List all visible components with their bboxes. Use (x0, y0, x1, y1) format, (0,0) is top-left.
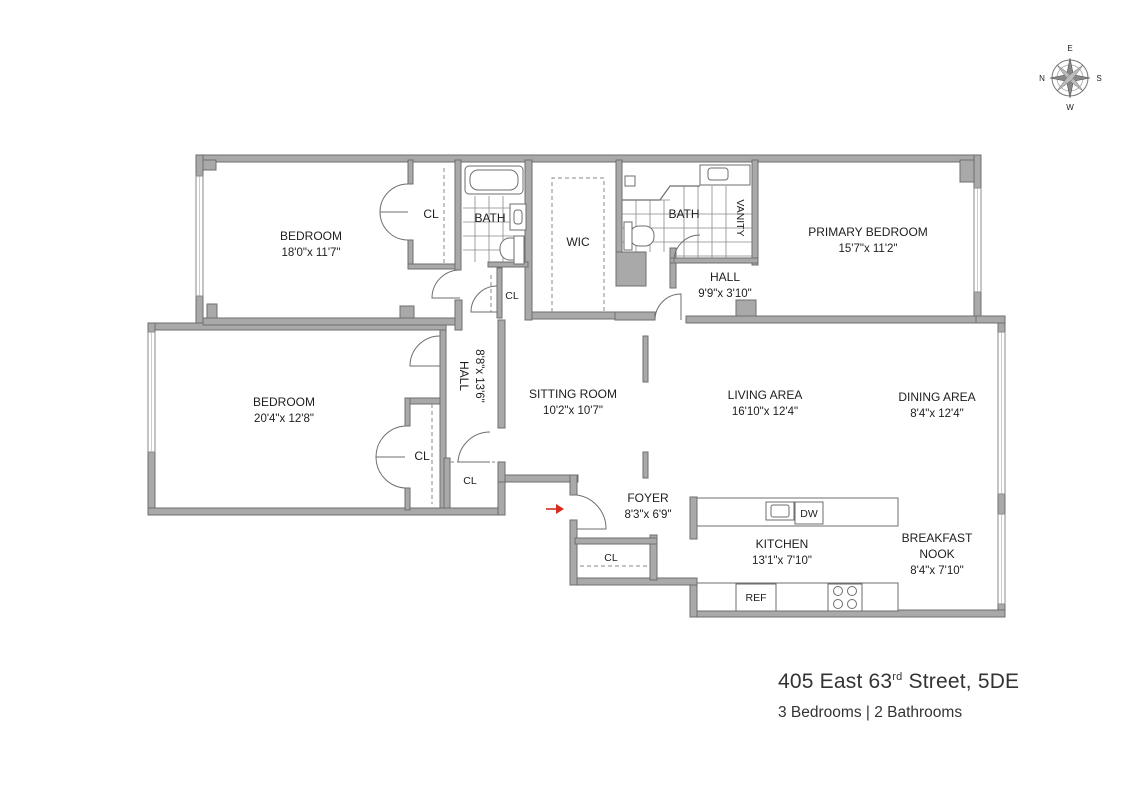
compass-south-label: S (1096, 74, 1101, 83)
listing-caption: 405 East 63rd Street, 5DE 3 Bedrooms | 2… (778, 670, 1019, 722)
listing-address: 405 East 63rd Street, 5DE (778, 670, 1019, 694)
lower-closet-label: CL (463, 475, 477, 487)
room-labels: BEDROOM 18'0"x 11'7" CL BATH CL WIC BATH… (253, 199, 976, 604)
sitting-room-name: SITTING ROOM (529, 387, 617, 401)
vanity-label: VANITY (734, 199, 746, 236)
primary-bedroom-name: PRIMARY BEDROOM (808, 225, 928, 239)
dining-area-name: DINING AREA (898, 390, 975, 404)
upper-hall-name: HALL (710, 270, 740, 284)
foyer-size: 8'3"x 6'9" (624, 509, 671, 521)
vertical-hall-size: 8'8"x 13'6" (473, 349, 485, 402)
wic-label: WIC (566, 235, 590, 249)
sitting-room-size: 10'2"x 10'7" (543, 405, 603, 417)
address-rest: Street, 5DE (902, 670, 1020, 693)
hall-closet-label: CL (505, 290, 519, 302)
living-area-name: LIVING AREA (728, 388, 803, 402)
listing-summary: 3 Bedrooms | 2 Bathrooms (778, 704, 963, 721)
bedroom-1-size: 18'0"x 11'7" (281, 247, 340, 259)
bedroom-2-size: 20'4"x 12'8" (254, 413, 314, 425)
bath-2-label: BATH (668, 207, 699, 221)
breakfast-nook-name-line2: NOOK (919, 547, 954, 561)
bedroom-2-closet-label: CL (414, 449, 430, 463)
kitchen-size: 13'1"x 7'10" (752, 555, 812, 567)
bedroom-1-name: BEDROOM (280, 229, 342, 243)
compass-east-label: E (1067, 44, 1072, 53)
dishwasher-label: DW (800, 508, 818, 520)
address-superscript: rd (892, 671, 903, 683)
compass-north-label: N (1039, 74, 1045, 83)
foyer-closet-label: CL (604, 552, 618, 564)
kitchen-name: KITCHEN (756, 537, 809, 551)
upper-hall-size: 9'9"x 3'10" (698, 288, 751, 300)
entry-arrow-icon (546, 504, 564, 514)
bath-1-label: BATH (474, 211, 505, 225)
doors (375, 183, 701, 530)
kitchen-fixtures (696, 497, 899, 612)
bedroom-2-name: BEDROOM (253, 395, 315, 409)
living-area-size: 16'10"x 12'4" (732, 406, 798, 418)
breakfast-nook-size: 8'4"x 7'10" (910, 565, 963, 577)
compass-west-label: W (1066, 103, 1074, 112)
interior-walls (202, 159, 977, 581)
bedroom-1-closet-label: CL (423, 207, 439, 221)
breakfast-nook-name-line1: BREAKFAST (902, 531, 973, 545)
refrigerator-label: REF (746, 592, 767, 604)
foyer-name: FOYER (627, 491, 669, 505)
dining-area-size: 8'4"x 12'4" (910, 408, 963, 420)
windows (147, 175, 1006, 605)
address-main: 405 East 63 (778, 670, 893, 693)
vertical-hall-name: HALL (457, 361, 471, 391)
bath-2-fixtures (622, 164, 752, 258)
bath-1-fixtures (463, 165, 527, 265)
compass-rose-icon: E N S W (1039, 44, 1102, 112)
primary-bedroom-size: 15'7"x 11'2" (838, 243, 897, 255)
